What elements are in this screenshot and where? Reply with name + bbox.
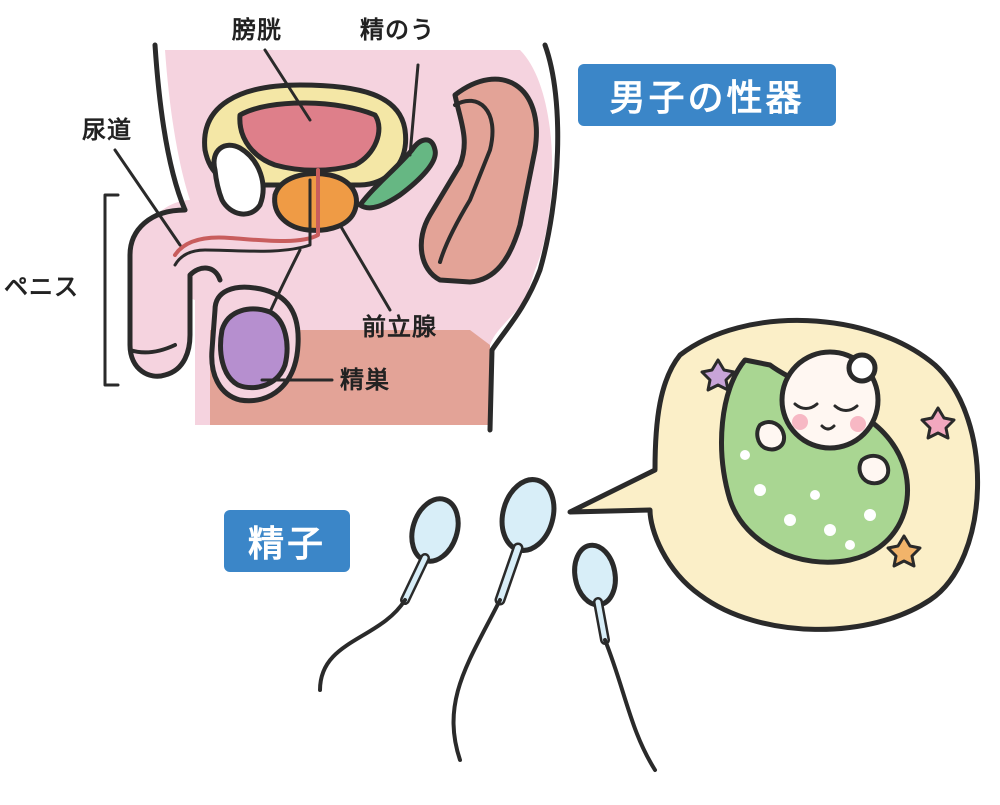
title-badge: 男子の性器 [578,64,836,126]
body-front-outline [152,42,188,213]
blanket-dot [784,514,796,526]
baby-cheek-right [850,416,866,432]
sperm-cell-left [318,496,461,692]
baby-mouth [820,424,836,431]
label-bladder: 膀胱 [232,16,282,44]
label-testis: 精巣 [340,366,390,394]
sperm-title-badge: 精子 [224,510,350,572]
sperm-neck-fill [497,545,521,603]
baby-cheek-left [792,414,808,430]
label-prostate: 前立腺 [362,313,437,341]
urethra-outline [173,178,312,267]
urethra-tube [173,168,320,257]
blanket-dot [754,484,766,496]
baby-hand-left [755,420,787,452]
sperm-tail [451,598,502,762]
sperm-neck-fill [595,599,608,643]
sperm-head [409,496,461,564]
baby-hand-right [857,453,891,486]
penis-bracket [103,193,120,387]
rectum-fold [438,98,495,264]
pubic-bone [211,142,266,217]
leader-bladder [263,48,312,122]
flower-icon [920,406,956,440]
flower-icon [700,358,736,392]
flower-icon [886,534,922,568]
seminal-vesicle [357,137,438,211]
sperm-cell-right [572,542,657,772]
blanket-dot [740,450,750,460]
blanket-dot [810,490,820,500]
sperm-tail [318,598,407,692]
blanket-dot [845,540,855,550]
leader-prostate [338,223,392,312]
leader-urethra [113,148,182,247]
label-seminal-vesicle: 精のう [360,16,435,44]
blanket-dot [864,509,876,521]
label-penis: ペニス [4,273,79,301]
leader-seminal-vesicle [408,63,420,157]
label-urethra: 尿道 [82,116,132,144]
vas-deferens [268,248,302,314]
baby-eye-left [793,402,819,410]
sperm-tail [603,638,657,772]
sperm-head [499,477,557,553]
sperm-cell-middle [451,477,557,762]
body-back-outline [487,42,561,433]
testis [218,306,290,391]
baby-hair [846,352,878,384]
sperm-neck-fill [402,555,428,603]
baby-eye-right [833,404,859,412]
prostate-gland [272,171,359,233]
penis-head-line [128,343,177,355]
blanket-dot [824,524,836,536]
bladder-inner [237,100,382,173]
